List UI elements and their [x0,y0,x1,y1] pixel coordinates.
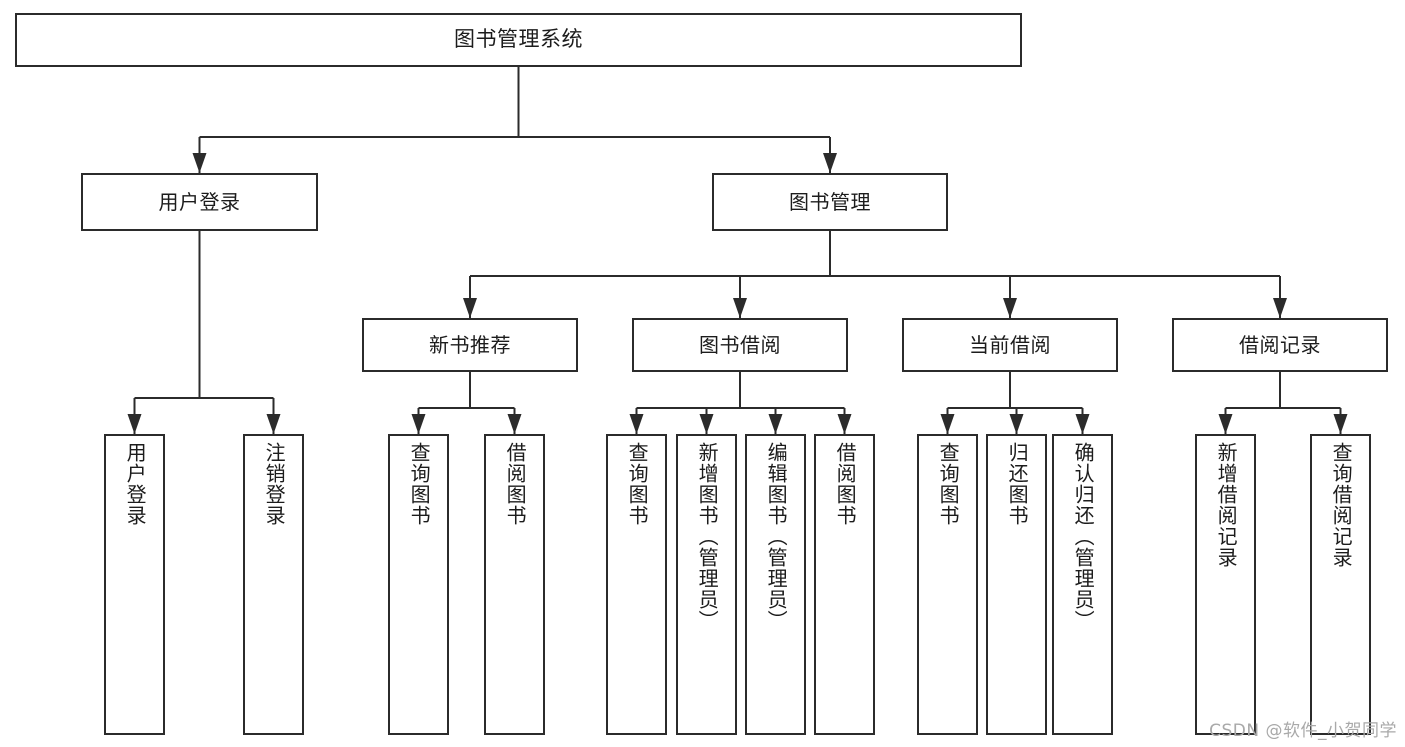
node-label: 归还图书 [1005,442,1030,526]
arrow-head-leaf-bor-2 [699,414,714,434]
node-root[interactable]: 图书管理系统 [15,13,1022,67]
node-leaf-new-1[interactable]: 查询图书 [388,434,449,735]
node-records[interactable]: 借阅记录 [1172,318,1388,372]
node-label: 查询图书 [936,442,961,526]
arrow-head-leaf-bor-4 [837,414,852,434]
node-label: 查询图书 [407,442,432,526]
node-label: 图书借阅 [699,332,781,357]
watermark: CSDN @软件_小贺同学 [1209,721,1397,741]
node-newbook[interactable]: 新书推荐 [362,318,578,372]
node-leaf-rec-1[interactable]: 新增借阅记录 [1195,434,1256,735]
node-leaf-new-2[interactable]: 借阅图书 [484,434,545,735]
node-bookmgmt[interactable]: 图书管理 [712,173,948,231]
arrow-head-leaf-rec-2 [1333,414,1348,434]
node-label: 用户登录 [158,189,241,214]
arrow-head-current [1003,298,1017,318]
arrow-head-leaf-bor-1 [629,414,644,434]
node-label: 查询图书 [625,442,650,526]
node-leaf-bor-3[interactable]: 编辑图书（管理员） [745,434,806,735]
node-label: 借阅图书 [833,442,858,526]
node-label: 借阅记录 [1239,332,1321,357]
node-current[interactable]: 当前借阅 [902,318,1118,372]
arrow-head-records [1273,298,1287,318]
node-leaf-login-2[interactable]: 注销登录 [243,434,304,735]
arrow-head-bookmgmt [823,153,837,173]
arrow-head-leaf-cur-2 [1009,414,1024,434]
node-label: 用户登录 [123,442,148,526]
node-label: 新书推荐 [429,332,511,357]
node-leaf-cur-3[interactable]: 确认归还（管理员） [1052,434,1113,735]
node-leaf-login-1[interactable]: 用户登录 [104,434,165,735]
node-leaf-cur-2[interactable]: 归还图书 [986,434,1047,735]
arrow-head-leaf-rec-1 [1218,414,1233,434]
arrow-head-login [192,153,207,173]
node-label: 图书管理 [789,189,871,214]
node-leaf-bor-2[interactable]: 新增图书（管理员） [676,434,737,735]
arrow-head-leaf-login-1 [127,414,142,434]
node-label: 图书管理系统 [454,27,583,52]
node-leaf-bor-1[interactable]: 查询图书 [606,434,667,735]
node-label: 注销登录 [262,442,287,526]
arrow-head-newbook [463,298,477,318]
node-label: 编辑图书（管理员） [764,442,789,631]
arrow-head-borrow [733,298,747,318]
node-login[interactable]: 用户登录 [81,173,318,231]
node-borrow[interactable]: 图书借阅 [632,318,848,372]
arrow-head-leaf-bor-3 [768,414,783,434]
node-label: 确认归还（管理员） [1071,442,1096,631]
arrow-head-leaf-login-2 [266,414,281,434]
arrow-head-leaf-cur-3 [1075,414,1090,434]
arrow-head-leaf-cur-1 [940,414,955,434]
arrow-head-leaf-new-1 [411,414,426,434]
node-leaf-bor-4[interactable]: 借阅图书 [814,434,875,735]
node-label: 当前借阅 [969,332,1051,357]
node-leaf-rec-2[interactable]: 查询借阅记录 [1310,434,1371,735]
arrow-head-leaf-new-2 [507,414,522,434]
node-label: 新增借阅记录 [1214,442,1239,568]
node-leaf-cur-1[interactable]: 查询图书 [917,434,978,735]
node-label: 新增图书（管理员） [695,442,720,631]
node-label: 查询借阅记录 [1329,442,1354,568]
node-label: 借阅图书 [503,442,528,526]
